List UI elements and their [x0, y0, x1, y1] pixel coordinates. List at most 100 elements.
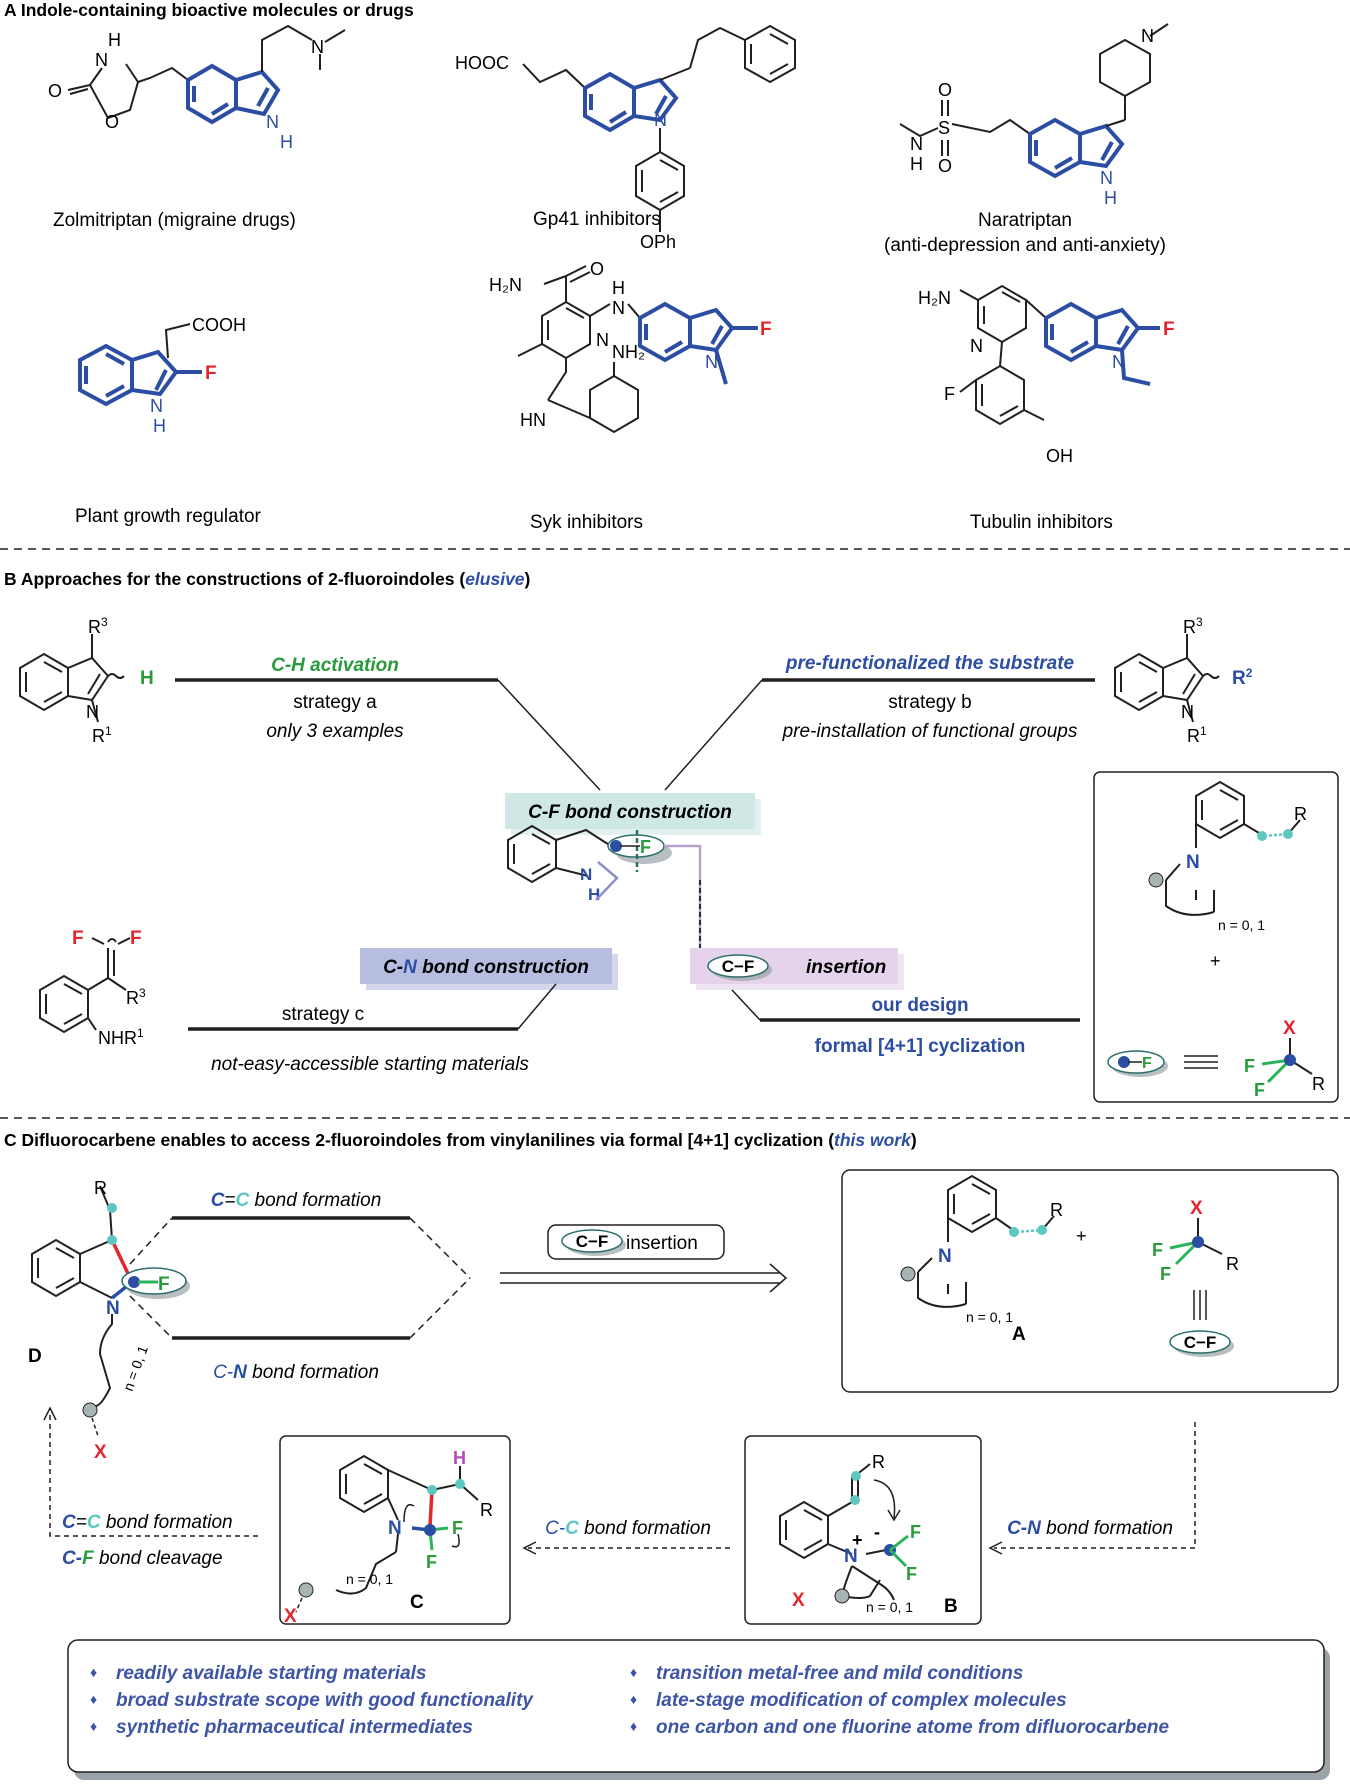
arrowhead	[43, 1406, 57, 1421]
atom: R	[1294, 804, 1307, 824]
atom: N	[311, 37, 324, 57]
atom: R1	[92, 724, 112, 746]
atom: N	[612, 298, 625, 318]
cn-construction-box	[360, 948, 612, 984]
connector	[517, 983, 557, 1030]
indole-ch	[19, 634, 125, 723]
caption-plant-regulator: Plant growth regulator	[75, 506, 262, 527]
n-label: n = 0, 1	[1218, 917, 1265, 933]
atom: N	[95, 50, 108, 70]
strategy-c-label: strategy c	[282, 1004, 364, 1025]
dashed	[129, 1217, 173, 1265]
atom: X	[792, 1590, 805, 1611]
teal-dot	[1009, 1227, 1019, 1237]
difluorovinyl-aniline	[39, 937, 131, 1034]
cn-bond-formation-label: C-N bond formation	[213, 1362, 379, 1383]
teal-dot	[1257, 831, 1267, 841]
gray-dot	[298, 1582, 314, 1598]
atom: R	[1312, 1074, 1325, 1094]
insertion-connector	[664, 844, 702, 948]
label-d: D	[28, 1346, 42, 1367]
triple-bond-vertical	[1193, 1290, 1207, 1320]
cf-construction-label: C-F bond construction	[528, 802, 732, 823]
atom: R	[872, 1452, 885, 1472]
atom: O	[590, 259, 604, 279]
atom: H	[153, 416, 166, 436]
feature-item: synthetic pharmaceutical intermediates	[116, 1717, 473, 1738]
atom: F	[205, 363, 217, 384]
atom: X	[1190, 1198, 1203, 1219]
atom: F	[1244, 1056, 1255, 1076]
atom: F	[452, 1518, 463, 1538]
feature-item: late-stage modification of complex molec…	[656, 1690, 1067, 1711]
cn-connector	[595, 861, 619, 901]
cc-bond-formation-label: C=C bond formation	[211, 1190, 382, 1211]
gray-dot	[834, 1588, 850, 1604]
atom: N	[1100, 168, 1113, 188]
atom: N	[654, 110, 667, 130]
label-b: B	[944, 1596, 958, 1617]
molecule-plant-regulator	[78, 323, 202, 407]
dashed	[409, 1217, 471, 1279]
atom: X	[284, 1606, 297, 1627]
prefunc-label: pre-functionalized the substrate	[785, 653, 1075, 674]
atom: O	[105, 112, 119, 132]
bullet-icon: ♦	[90, 1718, 97, 1734]
atom: X	[94, 1442, 107, 1463]
atom: H	[588, 885, 600, 904]
atom: H	[1104, 188, 1117, 208]
atom: F	[1152, 1240, 1163, 1260]
atom: R	[480, 1500, 493, 1520]
atom: F	[1160, 1264, 1171, 1284]
strategy-b-label: strategy b	[888, 692, 971, 713]
molecule-zolmitriptan	[67, 24, 346, 125]
atom: R3	[1183, 615, 1203, 637]
box-a	[841, 1169, 1339, 1393]
atom: F	[1163, 319, 1175, 340]
dashed	[295, 1597, 303, 1613]
feature-item: broad substrate scope with good function…	[116, 1690, 534, 1711]
box-c	[279, 1435, 511, 1625]
teal-dot	[455, 1479, 465, 1489]
caption-naratriptan-sub: (anti-depression and anti-anxiety)	[884, 235, 1166, 256]
n-label: n = 0, 1	[866, 1599, 913, 1615]
gray-dot	[900, 1266, 916, 1282]
atom: H	[108, 30, 121, 50]
atom: OPh	[640, 232, 676, 252]
design-box	[1093, 771, 1339, 1103]
bullet-icon: ♦	[90, 1691, 97, 1707]
label-c: C	[410, 1592, 424, 1613]
atom: OH	[1046, 446, 1073, 466]
atom: +	[852, 1530, 863, 1550]
caption-gp41: Gp41 inhibitors	[533, 209, 661, 230]
atom: R	[1050, 1200, 1063, 1220]
caption-naratriptan: Naratriptan	[978, 210, 1072, 231]
bullet-icon: ♦	[630, 1664, 637, 1680]
atom: N	[86, 702, 99, 722]
central-fluoroindole	[507, 824, 615, 884]
carbon-dot	[1118, 1056, 1130, 1068]
arrowhead	[988, 1541, 1003, 1555]
cf-badge	[1169, 1330, 1231, 1354]
n-label: n = 0, 1	[966, 1309, 1013, 1325]
atom: H	[140, 668, 154, 689]
plus-sign: +	[1210, 951, 1221, 971]
bullet-icon: ♦	[90, 1664, 97, 1680]
teal-dot	[427, 1485, 437, 1495]
arrow-a-to-b	[994, 1422, 1196, 1549]
atom: -	[874, 1522, 880, 1542]
gray-dot	[82, 1402, 98, 1418]
atom: R	[94, 1178, 107, 1198]
molecule-naratriptan	[899, 23, 1169, 179]
carbon-dot	[424, 1524, 436, 1536]
atom: R	[1226, 1254, 1239, 1274]
feature-item: transition metal-free and mild condition…	[656, 1663, 1023, 1684]
intermediate-c	[335, 1454, 479, 1595]
atom: F	[72, 928, 84, 949]
cc-formation-c-label: C-C bond formation	[545, 1518, 711, 1539]
cf-badge-label: C−F	[722, 957, 755, 976]
formal-label: formal [4+1] cyclization	[815, 1036, 1026, 1057]
cf-bond	[889, 1534, 909, 1552]
atom: O	[938, 80, 952, 100]
atom: R3	[126, 986, 146, 1008]
